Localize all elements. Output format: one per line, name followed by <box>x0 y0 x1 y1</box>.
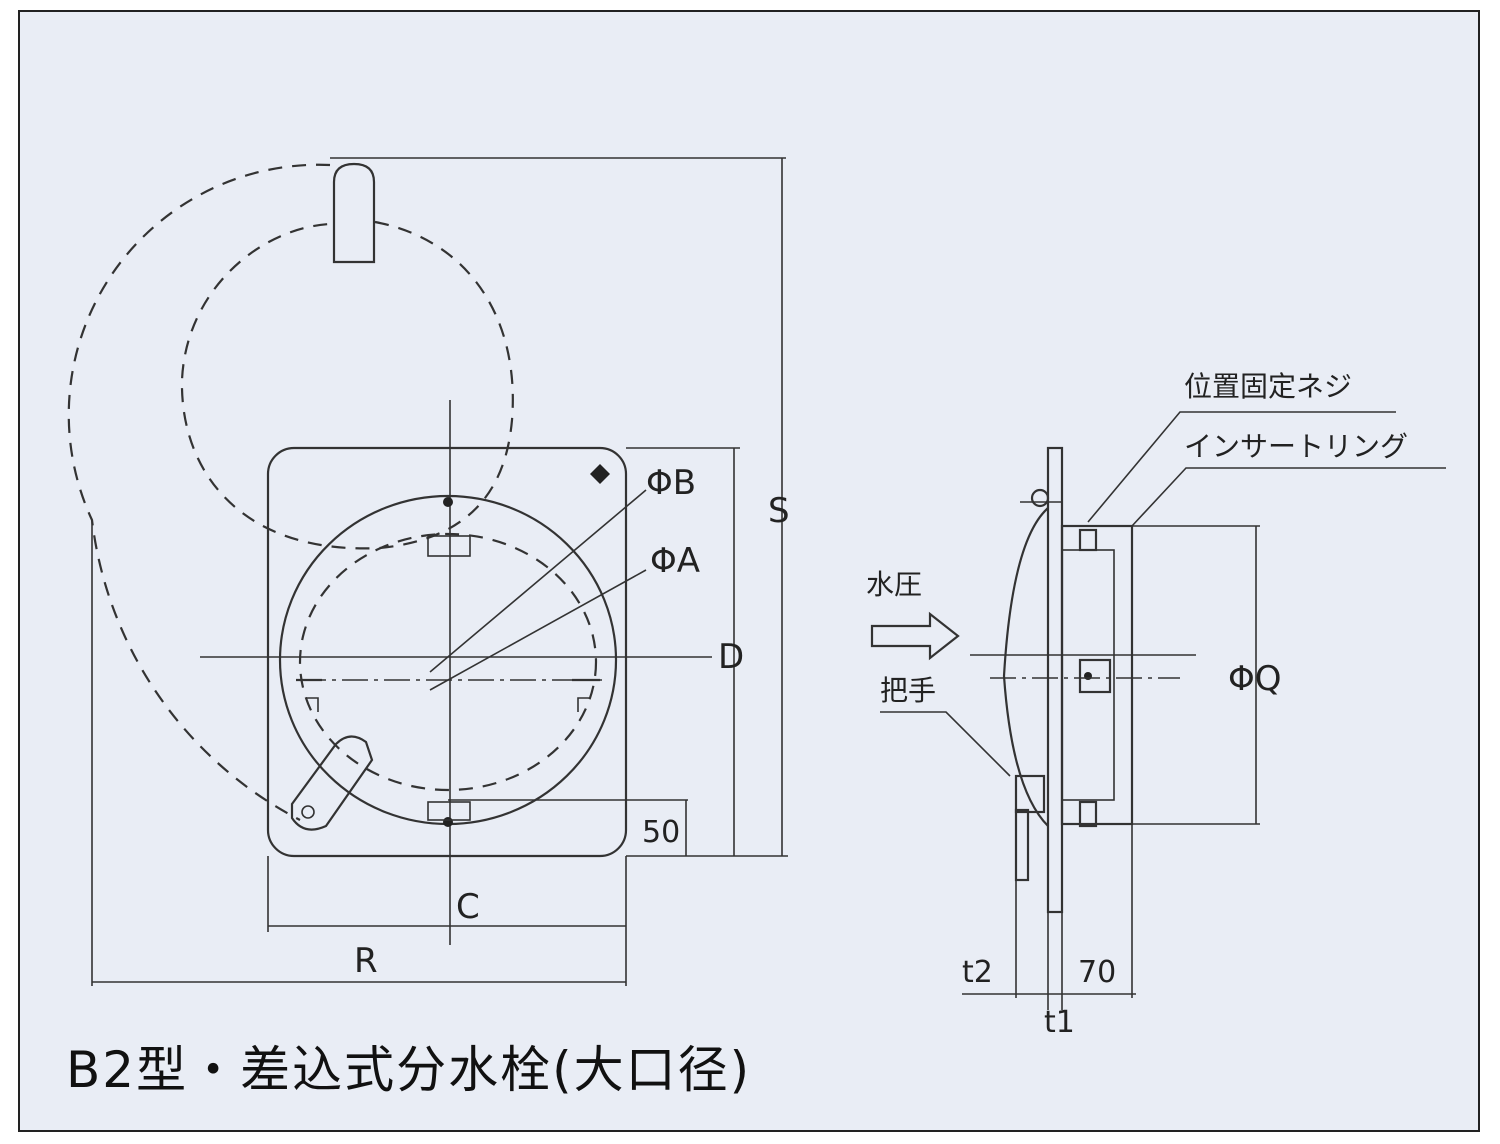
outer-swing-arc <box>67 163 331 821</box>
lever-handle <box>290 735 374 831</box>
leader-phi-b <box>429 489 647 673</box>
front-view: ΦB ΦA D S 50 C R <box>67 157 790 986</box>
label-phi-q: ΦQ <box>1228 659 1282 699</box>
label-70: 70 <box>1078 955 1116 990</box>
leader-phi-a <box>429 569 647 691</box>
bolt-corner <box>590 464 610 484</box>
handle-lever-stem <box>1014 808 1030 882</box>
clip-top <box>427 535 471 557</box>
bolt-top <box>443 497 453 507</box>
handle-lever-side <box>1014 774 1046 814</box>
inner-swing-arc <box>180 220 514 550</box>
pipe-dome <box>1002 507 1049 827</box>
leader-position-screw <box>1087 411 1396 523</box>
drawing-caption: B2型・差込式分水栓(大口径) <box>66 1041 752 1099</box>
bolt-bottom <box>443 817 453 827</box>
label-insert-ring: インサートリング <box>1184 430 1408 463</box>
clip-bottom <box>427 801 471 821</box>
circle-phi-b <box>278 494 618 826</box>
ring-bolt-top <box>1078 528 1098 552</box>
label-phi-a: ΦA <box>650 541 700 581</box>
side-view: 水圧 把手 位置固定ネジ インサートリング ΦQ <box>866 370 1446 1040</box>
circle-phi-a <box>298 532 598 792</box>
position-screw <box>1030 488 1050 508</box>
flange-plate <box>1046 446 1064 914</box>
drawing-frame <box>18 10 1480 1132</box>
clip-right-lower <box>577 697 590 712</box>
insert-ring-body <box>1060 524 1134 826</box>
ring-bolt-mid <box>1078 658 1112 694</box>
handle-top-tab <box>332 162 376 264</box>
label-t2: t2 <box>962 955 993 990</box>
label-50: 50 <box>642 815 680 850</box>
label-handle: 把手 <box>880 674 936 707</box>
label-c: C <box>456 887 480 927</box>
leader-insert-ring <box>1131 467 1446 527</box>
lever-hole <box>301 805 315 819</box>
label-t1: t1 <box>1044 1005 1075 1040</box>
label-position-screw: 位置固定ネジ <box>1184 370 1352 403</box>
water-pressure-arrow <box>870 611 960 661</box>
label-d: D <box>718 637 744 677</box>
label-r: R <box>354 941 378 981</box>
ring-bolt-bottom <box>1078 800 1098 828</box>
label-phi-b: ΦB <box>646 463 696 503</box>
clip-left-lower <box>306 697 319 712</box>
label-water-pressure: 水圧 <box>866 568 922 601</box>
label-s: S <box>768 491 790 531</box>
body-plate <box>266 446 628 858</box>
leader-handle <box>880 711 1011 777</box>
